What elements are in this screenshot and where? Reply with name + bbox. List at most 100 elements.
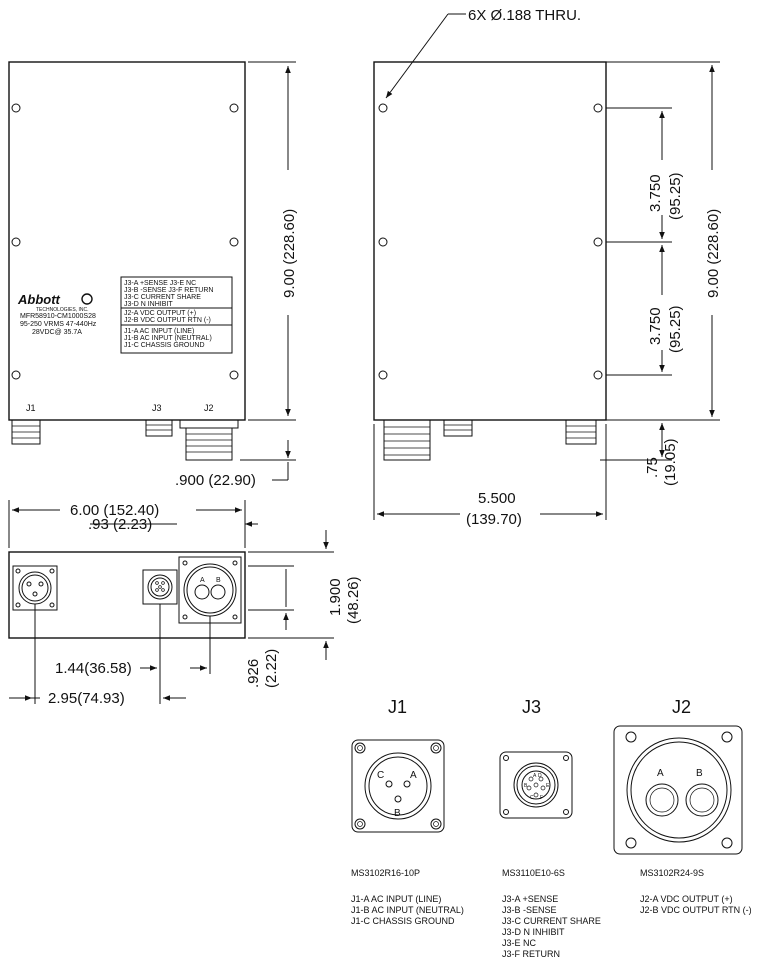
pinout-label-table: J3-A +SENSE J3-E NC J3-B -SENSE J3-F RET… xyxy=(120,276,233,354)
detail-j1-flange xyxy=(351,739,445,833)
abbott-logo: Abbott TECHNOLOGIES, INC. MFR58910-CM100… xyxy=(17,292,97,336)
side-height-dim: 9.00 (228.60) xyxy=(705,209,722,298)
hole-spacing-top-in: 3.750 xyxy=(647,174,664,212)
logo-mark-icon xyxy=(81,293,93,305)
hole-spacing-top-mm: (95.25) xyxy=(667,172,684,220)
side-connector-dim-in: .75 xyxy=(644,457,661,478)
side-width-in: 5.500 xyxy=(478,490,516,507)
detail-j3-pin-f: F xyxy=(540,795,543,801)
front-label-j2: J2 xyxy=(204,403,214,413)
front-view-outline xyxy=(8,61,246,421)
bottom-width-dim: 6.00 (152.40) xyxy=(70,502,159,519)
bottom-connector-j1 xyxy=(12,565,58,611)
mount-hole xyxy=(11,237,21,247)
table-j1-2: J1-B AC INPUT (NEUTRAL) xyxy=(124,335,212,342)
front-connector-j3 xyxy=(145,419,173,437)
detail-j2-pin-a: A xyxy=(657,768,664,779)
hole-callout-text: 6X Ø.188 THRU. xyxy=(468,7,581,24)
detail-j1-note-3: J1-C CHASSIS GROUND xyxy=(351,916,455,926)
bottom-edge-dim: .93 (2.23) xyxy=(88,516,152,533)
detail-j2-note-1: J2-A VDC OUTPUT (+) xyxy=(640,894,733,904)
detail-j3-pin-a: A xyxy=(533,773,537,779)
model-line-1: MFR58910-CM1000S28 xyxy=(20,313,96,320)
detail-j3-note-1: J3-A +SENSE xyxy=(502,894,558,904)
detail-j3-note-4: J3-D N INHIBIT xyxy=(502,927,565,937)
detail-j3-pin-c: C xyxy=(530,795,534,801)
side-connector-j3 xyxy=(443,419,473,437)
hole-callout: 6X Ø.188 THRU. xyxy=(385,7,581,99)
side-connector-j2 xyxy=(565,419,597,445)
side-width-mm: (139.70) xyxy=(466,511,522,528)
detail-j3-pin-b: B xyxy=(524,783,528,789)
mount-hole xyxy=(11,103,21,113)
table-j2-1: J2-A VDC OUTPUT (+) xyxy=(124,310,196,317)
side-view: 3.750 (95.25) 3.750 (95.25) 9.00 (228.60… xyxy=(373,61,722,528)
bottom-view: A B 6.00 (152.40) .93 (2.23) 1.900 (48.2… xyxy=(8,500,362,707)
mount-hole xyxy=(378,103,388,113)
table-j1-1: J1-A AC INPUT (LINE) xyxy=(124,328,194,335)
detail-j1-part: MS3102R16-10P xyxy=(351,868,420,878)
detail-connector-j3: J3 A D B E C F MS3110E10-6S J3-A +SENSE … xyxy=(499,697,601,959)
table-j3-4: J3-D N INHIBIT xyxy=(124,301,173,308)
detail-connector-j2: J2 A B MS3102R24-9S J2-A VDC OUTPUT (+) … xyxy=(613,697,752,915)
hole-spacing-bot-in: 3.750 xyxy=(647,307,664,345)
bottom-view-outline xyxy=(8,551,246,639)
mount-hole xyxy=(593,370,603,380)
j2-position-dim: 2.95(74.93) xyxy=(48,690,125,707)
front-label-j3: J3 xyxy=(152,403,162,413)
mount-hole xyxy=(378,237,388,247)
front-connector-dim: .900 (22.90) xyxy=(175,472,256,489)
table-j3-1: J3-A +SENSE J3-E NC xyxy=(124,280,196,287)
detail-j1-pin-b: B xyxy=(394,808,401,819)
side-view-outline xyxy=(373,61,607,421)
table-j3-3: J3-C CURRENT SHARE xyxy=(124,294,201,301)
detail-j1-title: J1 xyxy=(388,697,407,717)
front-connector-j1 xyxy=(11,419,41,445)
detail-j2-part: MS3102R24-9S xyxy=(640,868,704,878)
bottom-offset-mm: (2.22) xyxy=(263,649,280,688)
table-j2-2: J2-B VDC OUTPUT RTN (-) xyxy=(124,317,211,324)
detail-connector-j1: J1 C A B MS3102R16-10P J1-A AC INPUT (LI… xyxy=(351,697,464,926)
mount-hole xyxy=(378,370,388,380)
bottom-offset-in: .926 xyxy=(245,659,262,688)
table-j3-2: J3-B -SENSE J3-F RETURN xyxy=(124,287,213,294)
detail-j3-note-6: J3-F RETURN xyxy=(502,949,560,959)
detail-j2-note-2: J2-B VDC OUTPUT RTN (-) xyxy=(640,905,752,915)
mount-hole xyxy=(593,103,603,113)
mount-hole xyxy=(11,370,21,380)
front-connector-j2 xyxy=(179,419,239,461)
detail-j2-pin-b: B xyxy=(696,768,703,779)
model-line-2: 95-250 VRMS 47-440Hz xyxy=(20,321,97,328)
detail-j2-title: J2 xyxy=(672,697,691,717)
detail-j1-pin-a: A xyxy=(410,770,417,781)
hole-spacing-bot-mm: (95.25) xyxy=(667,305,684,353)
detail-j3-pin-d: D xyxy=(538,773,542,779)
mount-hole xyxy=(229,103,239,113)
bottom-j2-pin-b: B xyxy=(216,577,221,584)
mount-hole xyxy=(593,237,603,247)
side-connector-dim-mm: (19.05) xyxy=(662,438,679,486)
front-view: Abbott TECHNOLOGIES, INC. MFR58910-CM100… xyxy=(8,61,298,489)
detail-j3-note-3: J3-C CURRENT SHARE xyxy=(502,916,601,926)
model-line-3: 28VDC@ 35.7A xyxy=(32,329,82,336)
detail-j3-title: J3 xyxy=(522,697,541,717)
detail-j2-flange xyxy=(613,725,743,855)
logo-sub: TECHNOLOGIES, INC. xyxy=(36,307,89,313)
logo-name: Abbott xyxy=(17,292,61,307)
detail-j3-note-2: J3-B -SENSE xyxy=(502,905,557,915)
j3-position-dim: 1.44(36.58) xyxy=(55,660,132,677)
bottom-connector-j3 xyxy=(142,569,178,605)
front-label-j1: J1 xyxy=(26,403,36,413)
bottom-j2-pin-a: A xyxy=(200,577,205,584)
detail-j3-pin-e: E xyxy=(546,783,550,789)
detail-j1-note-1: J1-A AC INPUT (LINE) xyxy=(351,894,441,904)
mount-hole xyxy=(229,370,239,380)
bottom-height-mm: (48.26) xyxy=(345,576,362,624)
side-connector-j1 xyxy=(383,419,431,461)
table-j1-3: J1-C CHASSIS GROUND xyxy=(124,342,205,349)
mount-hole xyxy=(229,237,239,247)
detail-j3-flange xyxy=(499,751,573,819)
detail-j1-pin-c: C xyxy=(377,770,384,781)
bottom-height-in: 1.900 xyxy=(327,578,344,616)
